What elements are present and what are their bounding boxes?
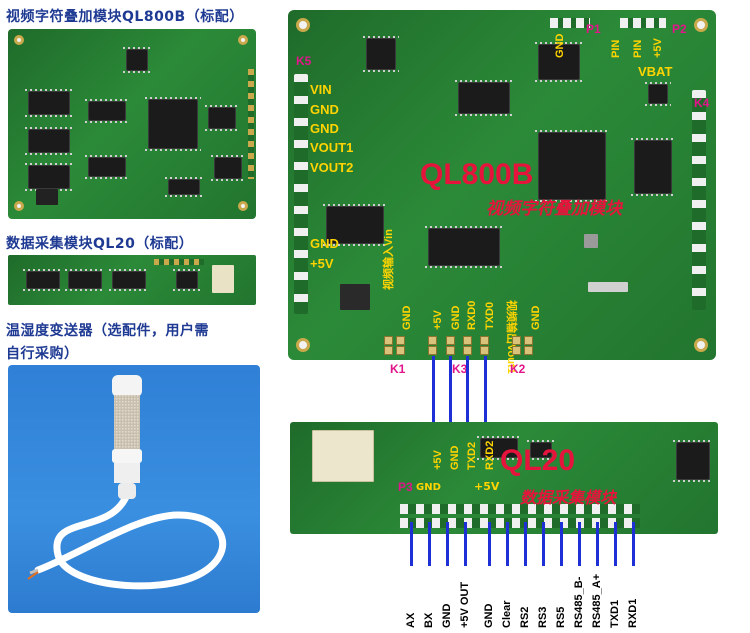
bottom-wire: [464, 522, 467, 566]
bottom-pin-label: GND: [441, 603, 453, 628]
bottom-wire: [542, 522, 545, 566]
caption-ql20: 数据采集模块QL20（标配）: [6, 236, 194, 252]
bottom-wire: [560, 522, 563, 566]
wire-gnd: [449, 356, 452, 428]
p3-label: P3: [398, 480, 413, 494]
left-label-gnd-3: GND: [310, 236, 339, 251]
p1-label: P1: [586, 22, 601, 36]
ql20-board: [290, 422, 718, 534]
bottom-pin-label: Clear: [501, 600, 513, 628]
sensor-photo: [8, 365, 260, 613]
k5-label: K5: [296, 54, 312, 68]
ql800b-photo: [8, 29, 256, 219]
p3-gnd-label: GND: [416, 482, 441, 493]
top-label-5v: +5V: [652, 38, 664, 58]
sensor-drawing: [27, 375, 227, 590]
bottom-pin-label: RS5: [555, 606, 567, 628]
left-label-gnd-2: GND: [310, 121, 339, 136]
bottom-wire: [578, 522, 581, 566]
bottom-wire: [488, 522, 491, 566]
ql20-subtitle: 数据采集模块: [520, 488, 617, 507]
k2-label: K2: [510, 362, 526, 376]
k1-pin-gnd: GND: [401, 305, 413, 330]
left-label-vin: VIN: [310, 82, 332, 97]
k3-pin-gnd: GND: [450, 305, 462, 330]
p2-label: P2: [672, 22, 687, 36]
ql20-title: QL20: [500, 444, 576, 477]
ql20-photo: [8, 255, 256, 305]
bottom-wire: [446, 522, 449, 566]
ql20-pin-gnd: GND: [449, 445, 461, 470]
bottom-wire: [632, 522, 635, 566]
caption-sensor-line1: 温湿度变送器（选配件，用户需: [6, 323, 209, 339]
video-in-label: 视频输入Vin: [383, 229, 395, 290]
k1-label: K1: [390, 362, 406, 376]
left-label-vout1: VOUT1: [310, 140, 354, 155]
vbat-label: VBAT: [638, 64, 673, 79]
top-label-gnd: GND: [554, 33, 566, 58]
bottom-wire: [614, 522, 617, 566]
k2-pin-gnd: GND: [530, 305, 542, 330]
ql800b-title: QL800B: [420, 158, 534, 191]
bottom-pin-label: BX: [423, 612, 435, 628]
left-label-5v: +5V: [310, 256, 334, 271]
wire-rxd0-txd2: [466, 356, 469, 428]
wire-txd0-rxd2: [484, 356, 487, 428]
bottom-pin-label: +5V OUT: [459, 581, 471, 628]
top-label-pin-1: PIN: [610, 39, 622, 58]
bottom-pin-label: GND: [483, 603, 495, 628]
ql20-pin-5v: +5V: [432, 450, 444, 470]
ql20-pin-rxd2: RXD2: [484, 440, 496, 470]
k3-pin-rxd0: RXD0: [466, 300, 478, 330]
k4-label: K4: [694, 96, 710, 110]
bottom-wire: [410, 522, 413, 566]
caption-sensor-line2: 自行采购）: [6, 346, 79, 362]
left-label-gnd-1: GND: [310, 102, 339, 117]
bottom-wire: [596, 522, 599, 566]
bottom-pin-label: RS485_A+: [591, 573, 603, 628]
k3-label: K3: [452, 362, 468, 376]
caption-ql800b: 视频字符叠加模块QL800B（标配）: [6, 9, 244, 25]
p3-5v-label: +5V: [474, 480, 500, 493]
left-label-vout2: VOUT2: [310, 160, 354, 175]
bottom-pin-label: RS485_B-: [573, 576, 585, 628]
ql20-pin-txd2: TXD2: [466, 441, 478, 470]
k3-pin-5v: +5V: [432, 310, 444, 330]
bottom-wire: [506, 522, 509, 566]
top-label-pin-2: PIN: [632, 39, 644, 58]
ql800b-board: [288, 10, 716, 360]
bottom-pin-label: RS3: [537, 606, 549, 628]
bottom-pin-label: RXD1: [627, 598, 639, 628]
bottom-pin-label: AX: [405, 612, 417, 628]
bottom-wire: [428, 522, 431, 566]
bottom-pin-label: TXD1: [609, 599, 621, 628]
bottom-wire: [524, 522, 527, 566]
k3-pin-txd0: TXD0: [484, 301, 496, 330]
bottom-pin-label: RS2: [519, 606, 531, 628]
wire-5v: [432, 356, 435, 428]
ql800b-subtitle: 视频字符叠加模块: [486, 199, 622, 219]
